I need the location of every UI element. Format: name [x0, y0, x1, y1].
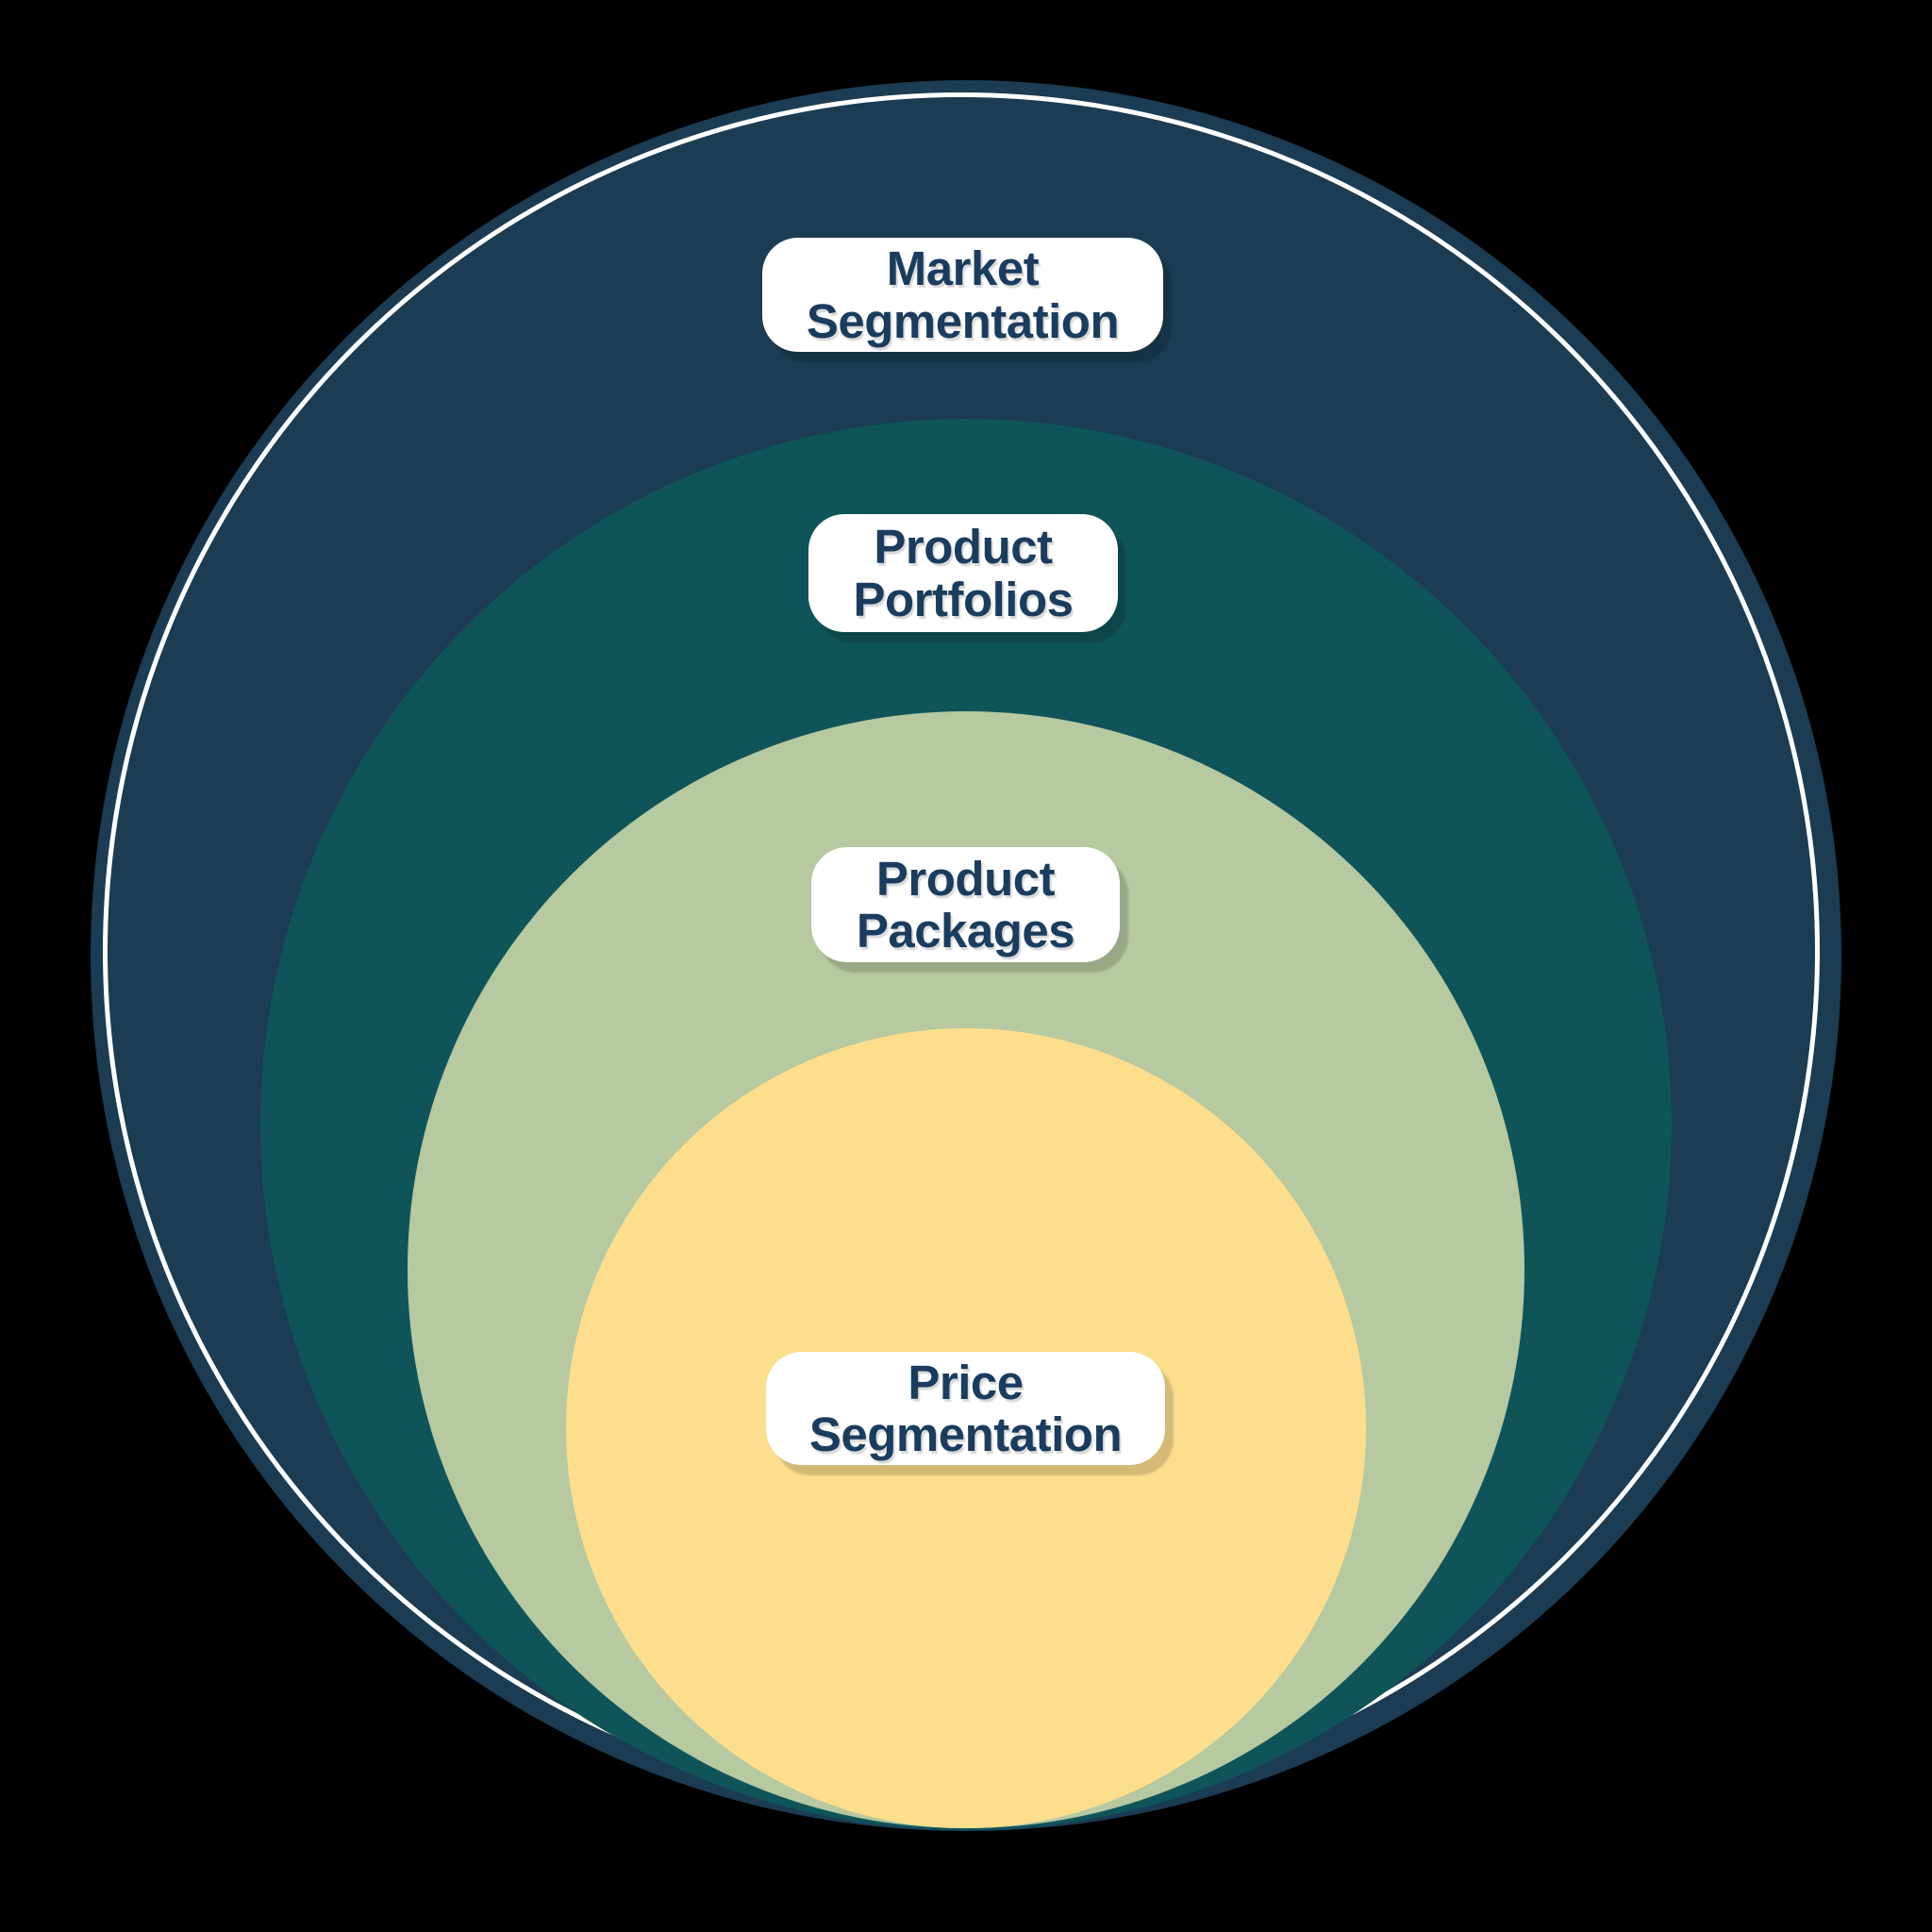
- label-line: Packages: [856, 904, 1075, 958]
- label-product-packages: Product Packages: [811, 847, 1120, 962]
- label-line: Segmentation: [808, 1407, 1123, 1461]
- label-line: Product: [875, 851, 1056, 906]
- label-line: Segmentation: [806, 293, 1120, 348]
- label-line: Price: [908, 1355, 1024, 1409]
- label-market-segmentation: Market Segmentation: [762, 238, 1163, 352]
- label-line: Market: [886, 242, 1040, 296]
- label-line: Portfolios: [853, 572, 1074, 626]
- label-line: Product: [874, 520, 1053, 575]
- label-price-segmentation: Price Segmentation: [766, 1352, 1165, 1465]
- label-product-portfolios: Product Portfolios: [808, 514, 1118, 632]
